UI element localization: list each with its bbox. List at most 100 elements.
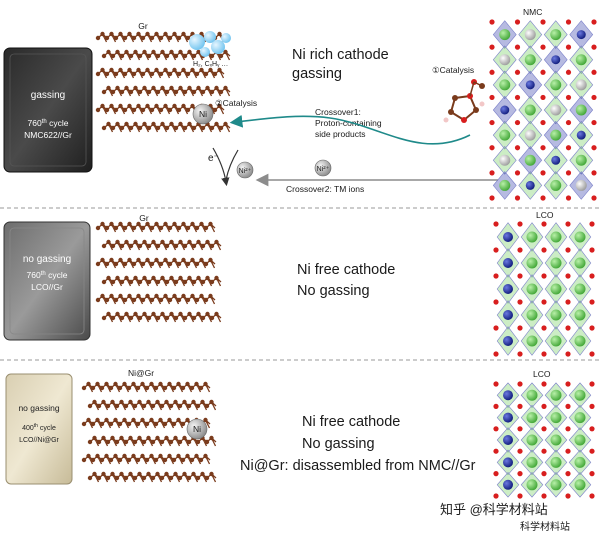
panel3-line2: No gassing [302,436,375,452]
lithium-atom [550,389,562,401]
lithium-atom [550,283,562,295]
cathode-label-lco: LCO [533,369,551,379]
oxygen-atom [489,119,495,126]
lithium-atom [574,434,586,446]
lithium-atom [550,231,562,243]
lithium-atom [499,129,511,141]
oxygen-atom [589,493,595,499]
lithium-atom [574,335,586,347]
lithium-atom [550,29,562,41]
oxygen-atom [591,195,597,201]
crossover2-label: Crossover2: TM ions [286,184,364,194]
oxygen-atom [489,19,495,25]
oxygen-atom [517,325,523,331]
pouch-chemistry: NMC622//Gr [24,130,72,140]
nickel-atom [550,104,562,116]
ion-path-arrow [225,149,239,181]
lithium-atom [574,456,586,468]
cobalt-atom [551,155,561,165]
cobalt-atom [500,105,510,115]
oxygen-atom [565,426,571,432]
oxygen-atom [489,44,495,50]
oxygen-atom [514,170,521,176]
oxygen-atom [517,403,523,409]
lithium-atom [526,456,538,468]
lithium-atom [574,309,586,321]
cobalt-atom [551,55,561,65]
oxygen-atom [540,170,546,176]
oxygen-atom [540,19,546,25]
lithium-atom [575,54,587,66]
panel-1: gassing 760th cycle NMC622//Gr Gr H₂, Cₓ… [3,7,597,201]
oxygen-atom [589,351,595,357]
oxygen-atom [589,299,595,305]
lithium-atom [524,54,536,66]
oxygen-atom [541,325,547,331]
pouch-cycle: 760th cycle [28,118,69,128]
oxygen-atom [514,44,521,50]
oxygen-atom [565,381,571,387]
oxygen-atom [540,69,546,75]
crossover1-arrow [229,114,471,145]
oxygen-atom [514,145,521,151]
oxygen-atom [591,170,597,176]
lithium-atom [550,257,562,269]
oxygen-atom [517,299,523,305]
oxygen-atom [591,119,597,126]
catalysis-2-label: ②Catalysis [215,98,257,108]
oxygen-atom [541,247,547,253]
graphene-stack [95,31,231,133]
oxygen-atom [589,247,595,253]
nickel-atom [499,154,511,166]
oxygen-atom [493,403,499,409]
lithium-atom [526,335,538,347]
crossover1-line1: Crossover1: [315,107,361,117]
lithium-atom [574,283,586,295]
oxygen-atom [565,403,571,409]
pouch-label: no gassing [18,403,59,413]
cathode-crystal-nmc [489,19,597,201]
watermark-secondary: 科学材料站 [520,520,570,533]
catalysis-1-label: ①Catalysis [432,65,474,75]
ni-atom [192,103,214,125]
crossover1-line3: side products [315,129,366,139]
nickel-atom [524,129,536,141]
oxygen-atom [589,426,595,432]
cobalt-atom [503,457,513,468]
oxygen-atom [540,119,546,126]
oxygen-atom [540,94,546,101]
panel-2: no gassing 760th cycle LCO//Gr Gr Ni fre… [3,210,595,357]
watermark: 知乎 @科学材料站 [440,502,548,517]
cobalt-atom [503,336,513,346]
lithium-atom [550,434,562,446]
gas-bubbles [189,31,231,57]
oxygen-atom [565,69,572,75]
pouch-label: gassing [31,90,65,101]
oxygen-atom [541,221,547,227]
lithium-atom [550,479,562,491]
ni-atom-label: Ni [199,109,207,119]
pouch-cell-nmc: gassing 760th cycle NMC622//Gr [3,47,93,173]
graphene-sheet [81,381,211,393]
graphene-sheet [101,85,231,97]
oxygen-atom [541,351,547,357]
graphene-sheet [87,399,217,411]
lithium-atom [550,412,562,424]
graphene-sheet [87,471,217,483]
cobalt-atom [503,232,513,242]
lithium-atom [574,257,586,269]
crossover1-line2: Proton-containing [315,118,382,128]
panel3-line1: Ni free cathode [302,414,400,430]
lithium-atom [574,389,586,401]
oxygen-atom [589,221,595,227]
oxygen-atom [591,44,597,50]
ni-ion-graphene [236,161,254,179]
panel2-line1: Ni free cathode [297,262,395,278]
anode-label: Gr [138,21,148,31]
oxygen-atom [493,273,499,279]
oxygen-atom [565,119,572,126]
cobalt-atom [525,80,535,90]
pouch-cell-lco: no gassing 760th cycle LCO//Gr [3,221,91,341]
solvent-molecule [443,79,485,123]
